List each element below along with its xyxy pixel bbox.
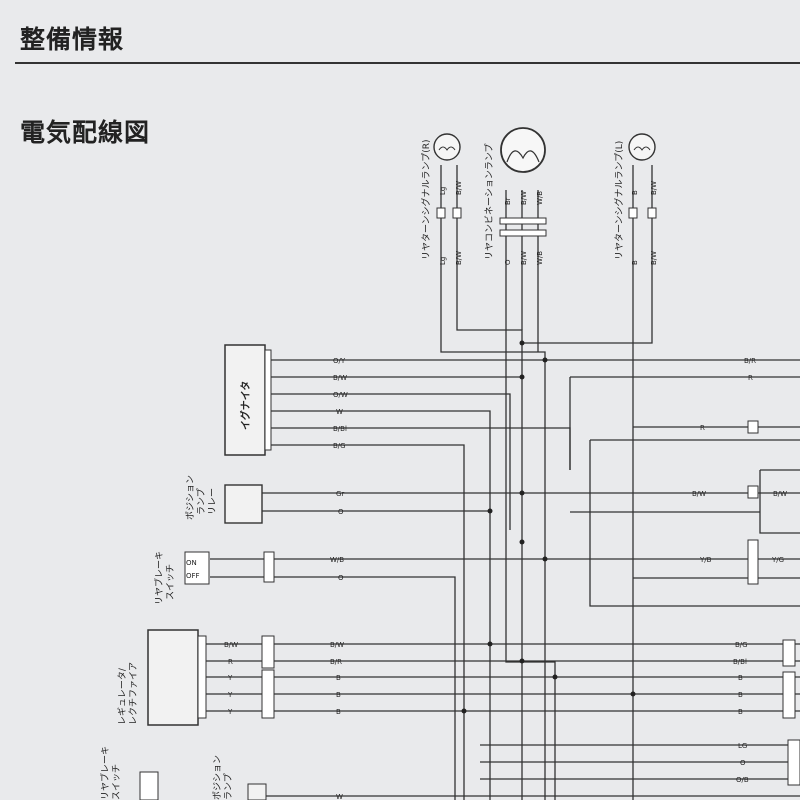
- svg-text:W/B: W/B: [536, 191, 544, 205]
- rear-turn-signal-l: リヤターンシグナルランプ(L) B B/W B B/W: [613, 133, 658, 265]
- svg-text:R: R: [700, 424, 705, 432]
- svg-text:O/Y: O/Y: [333, 357, 346, 365]
- svg-text:リヤブレーキ: リヤブレーキ: [99, 746, 111, 800]
- svg-text:B/W: B/W: [333, 374, 347, 382]
- svg-text:W: W: [336, 793, 343, 800]
- svg-text:Gr: Gr: [336, 490, 344, 498]
- svg-text:R: R: [748, 374, 753, 382]
- svg-text:W: W: [336, 408, 343, 416]
- rear-brake-switch: ON OFF リヤブレーキ スイッチ W/B O: [153, 551, 344, 605]
- svg-text:レクチファイア: レクチファイア: [128, 662, 139, 725]
- svg-text:B/Bl: B/Bl: [733, 658, 747, 666]
- header-title: 整備情報: [20, 25, 125, 54]
- svg-text:ON: ON: [186, 559, 197, 567]
- svg-text:Y: Y: [227, 691, 233, 699]
- svg-text:O: O: [740, 759, 746, 767]
- svg-text:リヤターンシグナルランプ(L): リヤターンシグナルランプ(L): [613, 141, 625, 260]
- svg-text:Y: Y: [227, 708, 233, 716]
- right-wire-labels: B/R R R B/W B/W Y/B Y/G B/G B/Bl B B B L…: [692, 357, 787, 784]
- svg-text:OFF: OFF: [186, 572, 200, 580]
- svg-text:Lg: Lg: [439, 187, 447, 195]
- svg-text:B/W: B/W: [330, 641, 344, 649]
- svg-text:B/R: B/R: [744, 357, 756, 365]
- rear-combination-lamp: リヤコンビネーションランプ Br B/W W/B O B/W W/B: [484, 127, 547, 265]
- svg-text:B/W: B/W: [692, 490, 706, 498]
- svg-text:B/G: B/G: [333, 442, 346, 450]
- svg-text:B: B: [631, 260, 639, 265]
- svg-text:B: B: [738, 691, 743, 699]
- svg-text:LG: LG: [738, 742, 747, 750]
- svg-text:B/R: B/R: [330, 658, 342, 666]
- svg-text:スイッチ: スイッチ: [165, 564, 176, 600]
- section-title: 電気配線図: [20, 118, 151, 147]
- svg-text:B: B: [631, 190, 639, 195]
- svg-text:O/W: O/W: [333, 391, 348, 399]
- svg-text:Y/G: Y/G: [771, 556, 784, 564]
- position-lamp-relay: ポジション ランプ リレー Gr O: [185, 475, 344, 524]
- svg-text:R: R: [228, 658, 233, 666]
- svg-text:Lg: Lg: [439, 257, 447, 265]
- svg-text:O: O: [504, 259, 512, 265]
- svg-text:B/W: B/W: [650, 251, 658, 265]
- svg-text:O: O: [338, 508, 344, 516]
- svg-text:リヤコンビネーションランプ: リヤコンビネーションランプ: [484, 143, 495, 260]
- svg-text:B/W: B/W: [773, 490, 787, 498]
- svg-text:B: B: [738, 708, 743, 716]
- svg-text:B/W: B/W: [455, 251, 463, 265]
- svg-text:O/B: O/B: [736, 776, 749, 784]
- rear-turn-signal-r: リヤターンシグナルランプ(R) Lg B/W Lg B/W: [420, 133, 463, 265]
- svg-text:ポジション: ポジション: [185, 475, 196, 520]
- igniter: イグナイタ O/Y B/W O/W W B/Bl B/G: [224, 344, 348, 456]
- svg-text:イグナイタ: イグナイタ: [239, 381, 252, 430]
- right-connectors: [747, 420, 800, 786]
- svg-text:レギュレータ/: レギュレータ/: [117, 667, 128, 725]
- bottom-position-lamp: ポジション ランプ W: [212, 755, 343, 800]
- svg-text:B/G: B/G: [735, 641, 748, 649]
- svg-text:Y: Y: [227, 674, 233, 682]
- lamp-label: リヤターンシグナルランプ(R): [420, 139, 432, 260]
- svg-text:ポジション: ポジション: [212, 755, 223, 800]
- svg-text:B/W: B/W: [520, 191, 528, 205]
- svg-text:B/Bl: B/Bl: [333, 425, 347, 433]
- svg-text:B: B: [336, 708, 341, 716]
- svg-text:B: B: [336, 691, 341, 699]
- header-rule: [15, 62, 800, 64]
- svg-text:ランプ: ランプ: [223, 773, 234, 800]
- svg-text:Y/B: Y/B: [699, 556, 712, 564]
- svg-text:B: B: [336, 674, 341, 682]
- bottom-left-switch: リヤブレーキ スイッチ: [99, 746, 159, 800]
- svg-text:B/W: B/W: [224, 641, 238, 649]
- regulator-rectifier: レギュレータ/ レクチファイア B/W R Y Y Y B/W B/R B B …: [117, 629, 344, 726]
- svg-text:B: B: [738, 674, 743, 682]
- svg-text:ランプ: ランプ: [196, 488, 207, 515]
- svg-text:B/W: B/W: [650, 181, 658, 195]
- svg-text:リレー: リレー: [208, 488, 218, 515]
- svg-text:B/W: B/W: [520, 251, 528, 265]
- svg-text:O: O: [338, 574, 344, 582]
- svg-text:W/B: W/B: [330, 556, 344, 564]
- svg-text:Br: Br: [504, 197, 512, 205]
- svg-text:W/B: W/B: [536, 251, 544, 265]
- svg-text:B/W: B/W: [455, 181, 463, 195]
- svg-text:リヤブレーキ: リヤブレーキ: [153, 551, 165, 605]
- svg-text:スイッチ: スイッチ: [111, 764, 122, 800]
